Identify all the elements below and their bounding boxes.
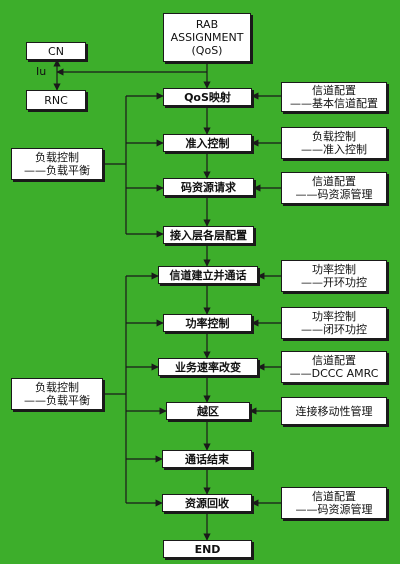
side-channel-code-2-line-2: ——码资源管理 [295,503,373,516]
side-channel-code-2: 信道配置 ——码资源管理 [281,487,387,519]
side-channel-code-line-1: 信道配置 [312,175,356,188]
side-channel-basic: 信道配置 ——基本信道配置 [281,82,387,112]
flow-power-control: 功率控制 [163,314,252,332]
flow-resource-reclaim-label: 资源回收 [185,496,229,510]
side-channel-code-2-line-1: 信道配置 [312,490,356,503]
flow-resource-reclaim: 资源回收 [162,494,252,512]
side-channel-basic-line-2: ——基本信道配置 [290,97,378,110]
flow-handover: 越区 [166,402,250,420]
cn-box: CN [26,42,86,60]
rab-line-2: ASSIGNMENT [170,31,244,44]
rab-assignment-box: RAB ASSIGNMENT (QoS) [163,13,251,62]
flow-code-request: 码资源请求 [163,178,254,196]
left-load-balance-2: 负载控制 ——负载平衡 [11,378,103,410]
rab-line-1: RAB [195,18,219,31]
side-power-open-line-2: ——开环功控 [301,276,367,289]
flow-handover-label: 越区 [197,404,219,418]
flow-call-setup-label: 信道建立并通话 [169,268,247,282]
iu-label: Iu [36,65,47,78]
rab-line-3: (QoS) [191,44,223,57]
flow-qos-map: QoS映射 [163,88,252,106]
flow-code-request-label: 码资源请求 [181,180,236,194]
left-load-balance-1-line-1: 负载控制 [35,151,79,164]
left-load-balance-1-line-2: ——负载平衡 [24,164,90,177]
flow-layer-config-label: 接入层各层配置 [170,228,247,242]
side-load-admission-line-2: ——准入控制 [301,143,367,156]
flow-power-control-label: 功率控制 [185,316,230,330]
flow-admission-label: 准入控制 [185,136,230,150]
flow-call-end: 通话结束 [162,450,252,468]
side-channel-basic-line-1: 信道配置 [312,84,356,97]
left-load-balance-2-line-2: ——负载平衡 [24,394,90,407]
left-load-balance-1: 负载控制 ——负载平衡 [11,148,103,180]
side-power-open: 功率控制 ——开环功控 [281,260,387,292]
flow-call-setup: 信道建立并通话 [158,266,258,284]
flow-end-label: END [194,542,221,556]
side-channel-code: 信道配置 ——码资源管理 [281,172,387,204]
side-channel-dccc: 信道配置 ——DCCC AMRC [281,351,387,383]
side-load-admission: 负载控制 ——准入控制 [281,127,387,159]
side-load-admission-line-1: 负载控制 [312,130,356,143]
flow-layer-config: 接入层各层配置 [163,226,254,244]
side-power-closed-line-2: ——闭环功控 [301,323,367,336]
flow-rate-change: 业务速率改变 [158,358,258,376]
rnc-label: RNC [44,93,68,107]
flow-rate-change-label: 业务速率改变 [175,360,241,374]
flow-end: END [163,540,252,558]
side-channel-code-line-2: ——码资源管理 [295,188,373,201]
flow-qos-map-label: QoS映射 [184,90,231,104]
flow-call-end-label: 通话结束 [185,452,229,466]
side-power-closed-line-1: 功率控制 [312,310,356,323]
left-load-balance-2-line-1: 负载控制 [35,381,79,394]
cn-label: CN [48,44,64,58]
side-channel-dccc-line-2: ——DCCC AMRC [289,367,379,380]
rnc-box: RNC [26,90,86,110]
flow-admission: 准入控制 [163,134,252,152]
side-power-open-line-1: 功率控制 [312,263,356,276]
side-power-closed: 功率控制 ——闭环功控 [281,307,387,339]
side-channel-dccc-line-1: 信道配置 [312,354,356,367]
side-mobility-label: 连接移动性管理 [295,404,373,418]
side-mobility: 连接移动性管理 [281,397,387,425]
